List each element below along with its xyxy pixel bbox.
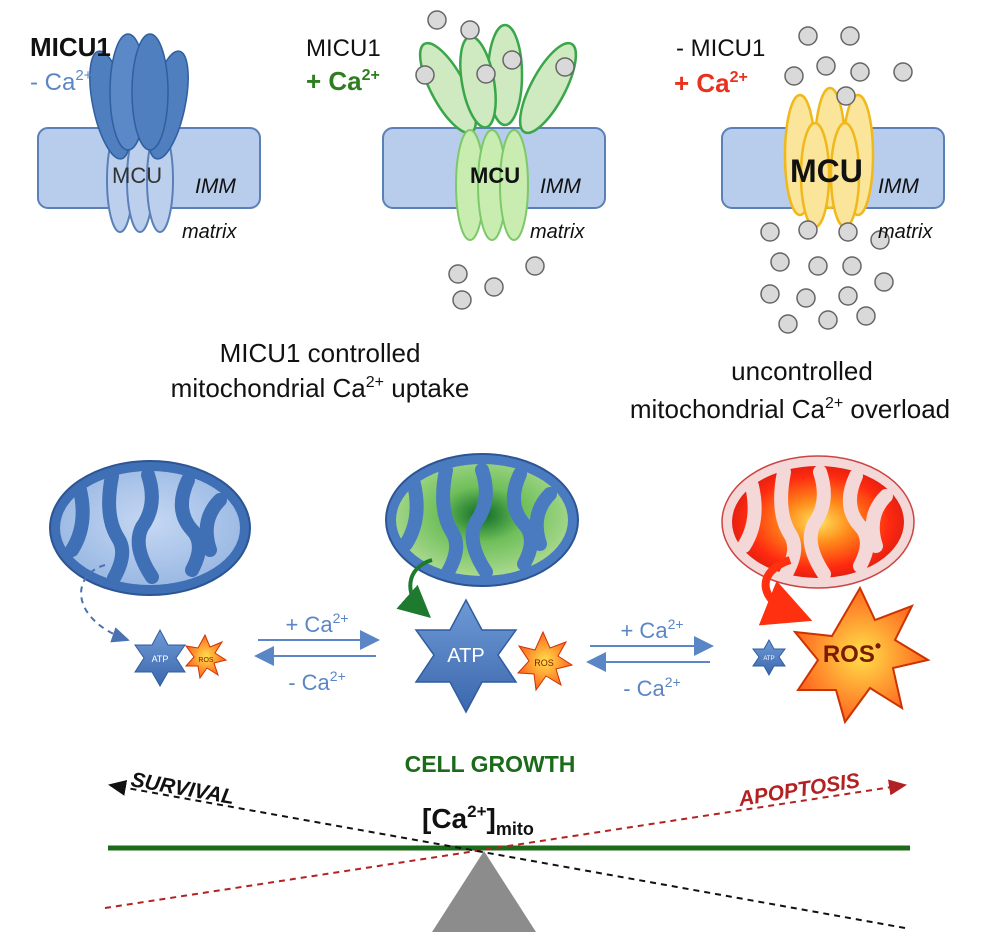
matrix-label: matrix: [878, 221, 933, 243]
imm-label: IMM: [195, 175, 236, 198]
ros-star-small: ROS: [184, 633, 228, 680]
caption-line2: mitochondrial Ca2+ uptake: [171, 373, 470, 403]
survival-line: [108, 779, 906, 929]
micu1-label: MICU1: [30, 32, 111, 62]
calcium-ions: [760, 26, 913, 334]
svg-text:ATP: ATP: [447, 645, 484, 667]
mitochondrion-resting: [49, 460, 251, 596]
calcium-label: + Ca2+: [306, 66, 380, 96]
caption-uncontrolled: uncontrolled mitochondrial Ca2+ overload: [630, 356, 950, 424]
mcu-channel: [455, 129, 529, 241]
caption-line1: MICU1 controlled: [220, 338, 421, 368]
mitochondrion-overloaded: [721, 455, 915, 589]
mcu-label: MCU: [112, 163, 162, 188]
dashed-arrow: [80, 564, 130, 643]
matrix-label: matrix: [182, 221, 237, 243]
svg-text:ROS: ROS: [198, 657, 214, 664]
apoptosis-label: APOPTOSIS: [736, 769, 861, 811]
calcium-label: + Ca2+: [674, 68, 748, 98]
mcu-channel: [783, 86, 875, 229]
panel-micu1-no-calcium: MICU1 - Ca2+ MCU IMM matrix: [30, 32, 261, 243]
svg-text:ATP: ATP: [763, 656, 774, 662]
apoptosis-line: [104, 779, 907, 909]
panel-no-micu1-with-calcium: - MICU1 + Ca2+ MCU IMM matrix: [674, 26, 945, 334]
micu1-label: - MICU1: [676, 35, 765, 62]
atp-star-tiny: ATP: [752, 638, 786, 677]
ros-star-large: ROS•: [792, 585, 931, 725]
minus-calcium-label: - Ca2+: [623, 674, 681, 701]
mcu-label: MCU: [790, 153, 863, 189]
equilibrium-arrows-right: + Ca2+ - Ca2+: [586, 616, 714, 701]
micu1-label: MICU1: [306, 35, 381, 62]
svg-text:ATP: ATP: [152, 654, 169, 664]
calcium-label: - Ca2+: [30, 67, 93, 96]
equilibrium-arrows-left: + Ca2+ - Ca2+: [254, 610, 380, 695]
caption-line1: uncontrolled: [731, 356, 873, 386]
fulcrum: [432, 851, 536, 932]
plus-calcium-label: + Ca2+: [285, 610, 348, 637]
atp-star-small: ATP: [134, 628, 186, 688]
micu1-cap: [89, 33, 189, 160]
mito-calcium-label: [Ca2+]mito: [422, 802, 534, 839]
svg-text:ROS: ROS: [534, 658, 554, 668]
minus-calcium-label: - Ca2+: [288, 668, 346, 695]
imm-label: IMM: [878, 175, 919, 198]
caption-controlled: MICU1 controlled mitochondrial Ca2+ upta…: [171, 338, 470, 403]
micu1-open-arms: [418, 23, 578, 135]
cell-growth-label: CELL GROWTH: [405, 751, 576, 777]
calcium-ions: [415, 10, 575, 310]
ros-star-medium: ROS: [516, 630, 574, 692]
survival-label: SURVIVAL: [129, 768, 236, 809]
atp-star-large: ATP: [414, 598, 518, 714]
panel-micu1-with-calcium: MICU1 + Ca2+ MCU IMM matrix: [306, 10, 606, 310]
caption-line2: mitochondrial Ca2+ overload: [630, 394, 950, 424]
plus-calcium-label: + Ca2+: [620, 616, 683, 643]
svg-text:ROS•: ROS•: [823, 636, 881, 668]
red-arrow: [758, 556, 813, 626]
imm-label: IMM: [540, 175, 581, 198]
mitochondrion-energized: [385, 453, 579, 587]
mcu-label: MCU: [470, 163, 520, 188]
balance-scale: SURVIVAL CELL GROWTH APOPTOSIS [Ca2+]mit…: [104, 751, 910, 932]
matrix-label: matrix: [530, 221, 585, 243]
green-arrow: [396, 558, 433, 618]
